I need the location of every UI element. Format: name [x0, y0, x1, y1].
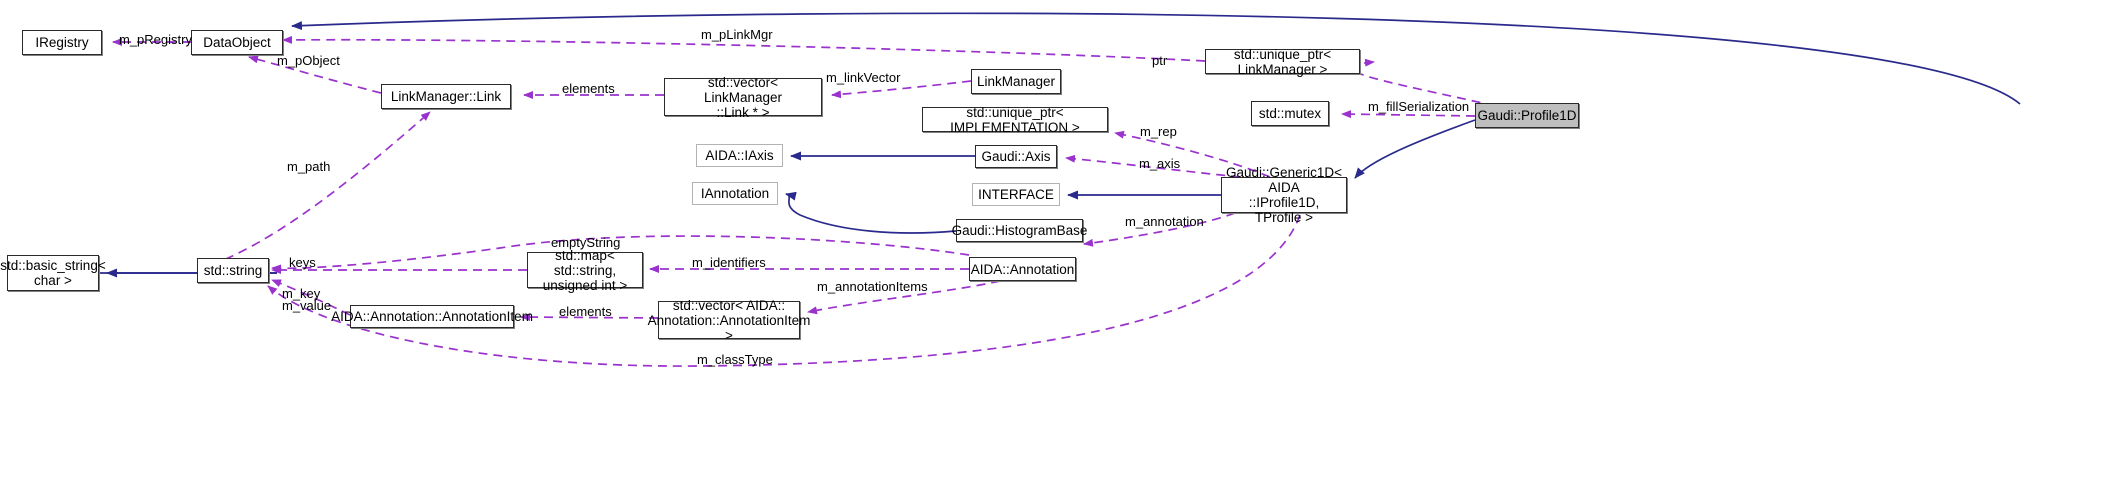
edge-m-pLinkMgr	[282, 35, 1206, 62]
edge-inherit-generic1d	[1354, 119, 1476, 179]
edge-label-keys: keys	[289, 255, 316, 270]
edge-m-annotationItems	[807, 280, 1001, 315]
class-node-interface[interactable]: INTERFACE	[972, 183, 1060, 206]
edge-m-key-value	[271, 279, 351, 316]
class-node-uniqueptrimpl[interactable]: std::unique_ptr< IMPLEMENTATION >	[922, 105, 1108, 135]
edge-label-m_classType: m_classType	[697, 352, 773, 367]
edge-emptyString	[271, 235, 970, 273]
edge-m-fillSerialization	[1341, 110, 1476, 119]
class-node-vectorannotation[interactable]: std::vector< AIDA:: Annotation::Annotati…	[647, 297, 811, 343]
edge-label-m_axis: m_axis	[1139, 156, 1181, 171]
class-node-vectorlink[interactable]: std::vector< LinkManager ::Link * >	[664, 75, 822, 120]
class-node-profile1d[interactable]: Gaudi::Profile1D	[1475, 103, 1579, 128]
edge-label-m_annotationItems: m_annotationItems	[817, 279, 928, 294]
edge-label-m_path: m_path	[287, 159, 331, 174]
class-node-histogrambase[interactable]: Gaudi::HistogramBase	[952, 219, 1087, 242]
edge-m-rep	[1114, 130, 1271, 178]
class-node-annotationitem[interactable]: AIDA::Annotation::AnnotationItem	[331, 305, 533, 328]
edge-label-m_annotation: m_annotation	[1125, 214, 1204, 229]
edge-inherit-dataobject	[291, 12, 2021, 105]
edge-label-m_rep: m_rep	[1140, 124, 1177, 139]
edge-elements-annotation	[520, 313, 659, 322]
class-node-generic1d[interactable]: Gaudi::Generic1D< AIDA ::IProfile1D, TPr…	[1221, 165, 1347, 225]
edge-label-m_value: m_value	[282, 298, 332, 313]
class-node-iannotation[interactable]: IAnnotation	[692, 182, 778, 205]
edge-m-axis	[1065, 154, 1241, 178]
edge-m-path	[196, 111, 431, 271]
edge-label-m_identifiers: m_identifiers	[692, 255, 766, 270]
class-node-mutex[interactable]: std::mutex	[1251, 101, 1329, 126]
class-node-mapstring[interactable]: std::map< std::string, unsigned int >	[527, 248, 643, 293]
class-node-uniqueptrlm[interactable]: std::unique_ptr< LinkManager >	[1205, 47, 1360, 77]
edge-label-m_pObject: m_pObject	[277, 53, 340, 68]
edge-label-elements_annotation: elements	[559, 304, 612, 319]
class-node-aidaiaxis[interactable]: AIDA::IAxis	[696, 144, 783, 167]
edge-inherit-iannotation	[785, 191, 957, 234]
class-node-linkmanagerlink[interactable]: LinkManager::Link	[381, 84, 511, 109]
edge-label-elements_link: elements	[562, 81, 615, 96]
class-node-string[interactable]: std::string	[197, 258, 269, 283]
edge-label-m_fillSerialization: m_fillSerialization	[1368, 99, 1470, 114]
edge-label-ptr: ptr	[1152, 53, 1168, 68]
edge-m-annotation	[1083, 212, 1236, 247]
class-node-iregistry[interactable]: IRegistry	[22, 30, 102, 55]
edge-m-linkVector	[831, 80, 972, 99]
edge-label-m_linkVector: m_linkVector	[826, 70, 901, 85]
class-node-gaudiaxis[interactable]: Gaudi::Axis	[975, 145, 1057, 168]
edge-label-m_pLinkMgr: m_pLinkMgr	[701, 27, 773, 42]
edge-label-emptyString: emptyString	[551, 235, 621, 250]
edge-m-pObject	[248, 55, 382, 94]
edge-label-m_key: m_key	[282, 286, 321, 301]
edge-m-classType	[267, 214, 1301, 367]
class-node-basicstring[interactable]: std::basic_string< char >	[0, 255, 106, 291]
class-node-dataobject[interactable]: DataObject	[191, 30, 283, 55]
class-node-aidaannotation[interactable]: AIDA::Annotation	[969, 257, 1076, 281]
edge-label-m_pRegistry: m_pRegistry	[119, 32, 192, 47]
class-node-linkmanager[interactable]: LinkManager	[971, 69, 1061, 94]
